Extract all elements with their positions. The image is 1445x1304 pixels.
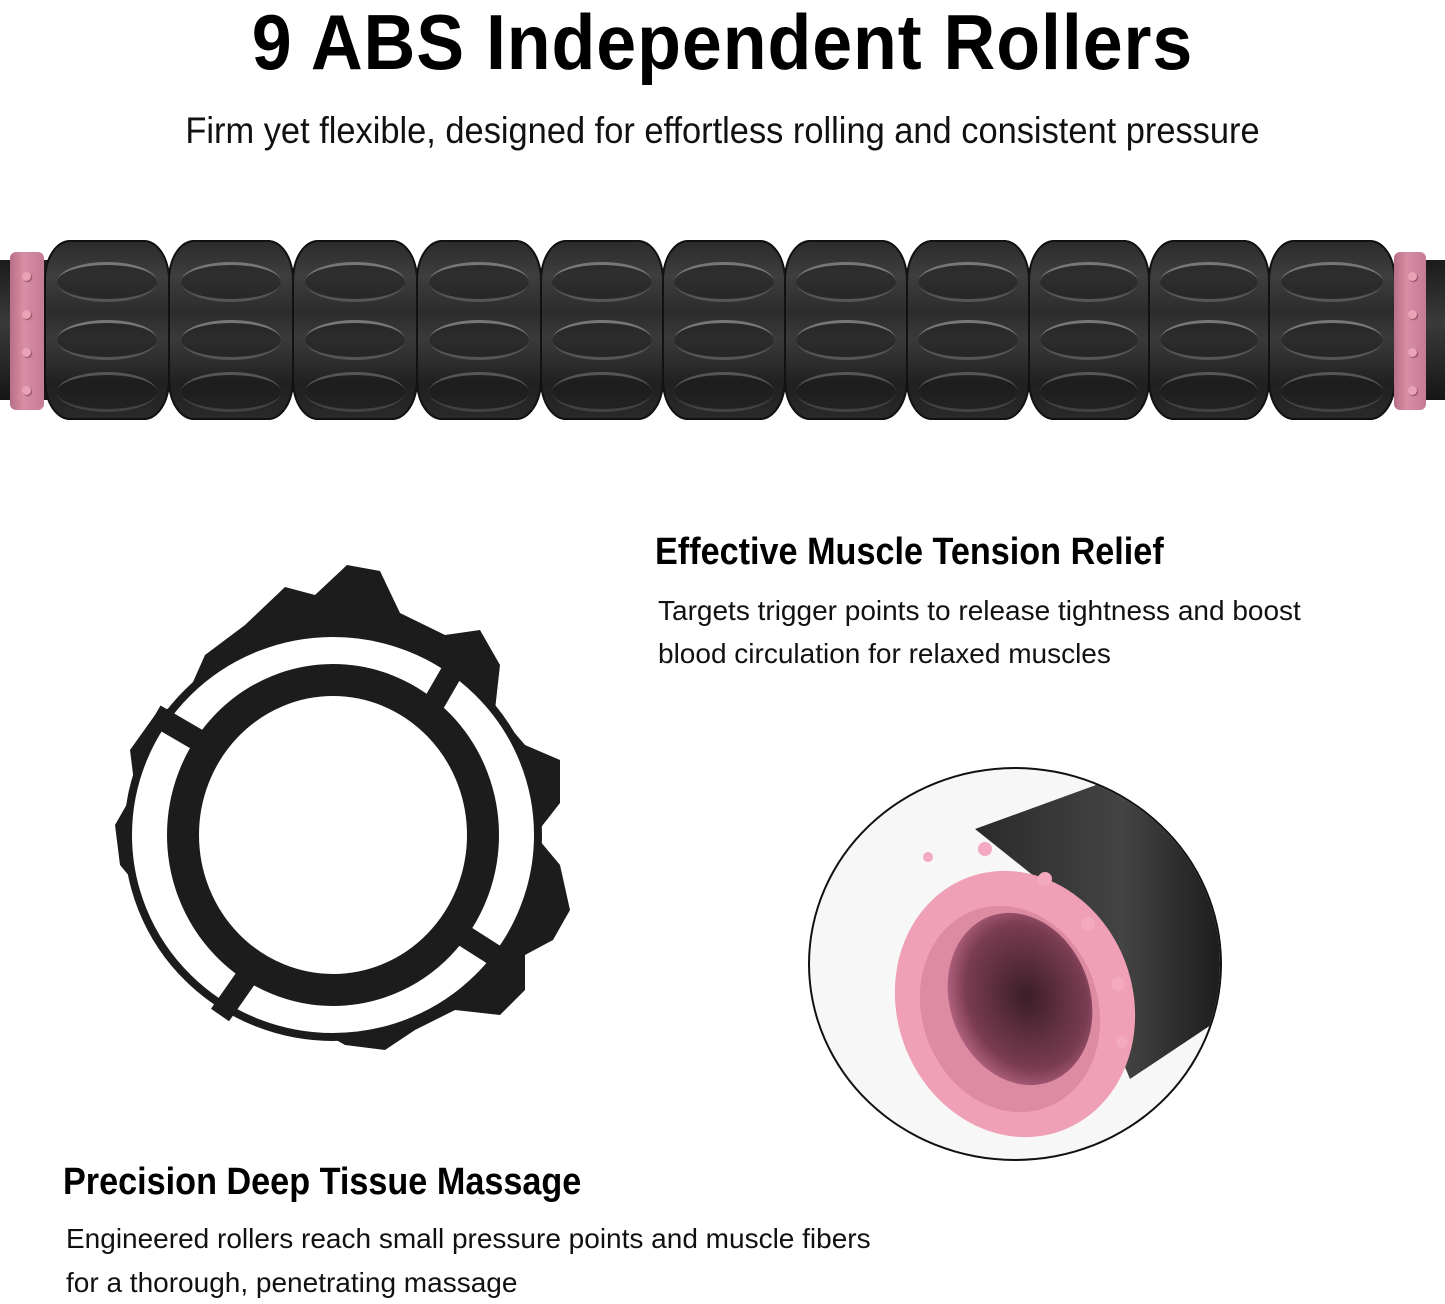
- end-cap-closeup-image: [808, 767, 1222, 1161]
- roller-segment: [44, 240, 170, 420]
- roller-segment: [662, 240, 786, 420]
- roller-segment: [1028, 240, 1150, 420]
- right-collar: [1394, 252, 1426, 410]
- roller-segment: [784, 240, 908, 420]
- page-subtitle: Firm yet flexible, designed for effortle…: [185, 110, 1260, 151]
- feature-body-line: blood circulation for relaxed muscles: [658, 638, 1111, 669]
- roller-segment: [168, 240, 294, 420]
- roller-segment: [1148, 240, 1270, 420]
- feature-title-deep-tissue: Precision Deep Tissue Massage: [63, 1161, 582, 1203]
- feature-title-tension-relief: Effective Muscle Tension Relief: [655, 531, 1164, 573]
- feature-body-line: Engineered rollers reach small pressure …: [66, 1223, 871, 1254]
- roller-segment: [1268, 240, 1396, 420]
- roller-cross-section-image: [115, 565, 570, 1050]
- left-collar: [10, 252, 44, 410]
- roller-segment: [416, 240, 542, 420]
- page-title: 9 ABS Independent Rollers: [251, 0, 1194, 86]
- roller-segment: [540, 240, 664, 420]
- roller-stick-image: [0, 230, 1445, 430]
- feature-body-line: Targets trigger points to release tightn…: [658, 595, 1301, 626]
- roller-segment: [906, 240, 1030, 420]
- feature-body-line: for a thorough, penetrating massage: [66, 1267, 518, 1298]
- roller-segment: [292, 240, 418, 420]
